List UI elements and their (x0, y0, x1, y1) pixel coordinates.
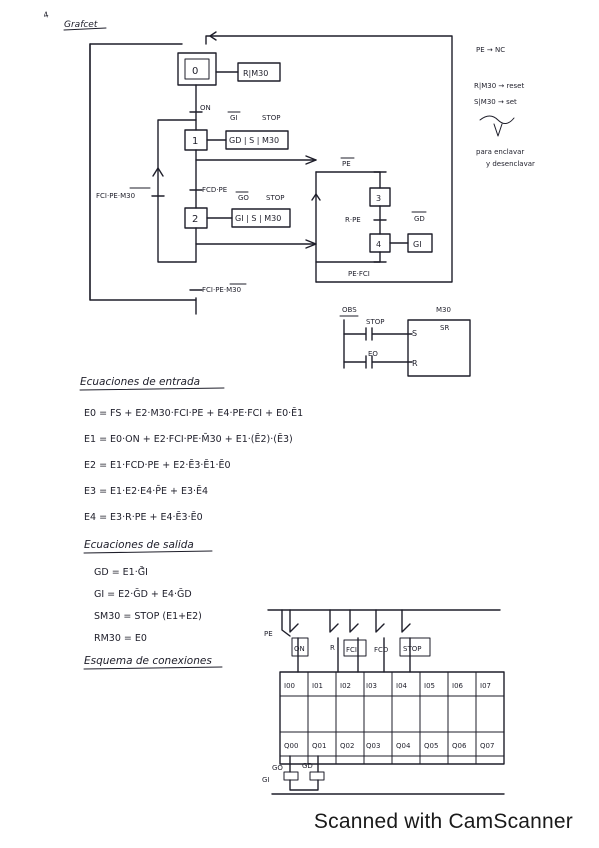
step-0-label: 0 (192, 66, 198, 77)
action-4-text: GI (413, 240, 422, 249)
ladder-s: S (412, 329, 417, 338)
salida-equations: Ecuaciones de salida GD = E1·Ḡ̄I GI = E2… (83, 539, 213, 644)
equation-e0: E0 = FS + E2·M30·FCI·PE + E4·PE·FCI + E0… (84, 408, 303, 419)
switch-fci: FCI (346, 646, 357, 654)
grafcet-diagram: 0 R|M30 ON 1 GI STOP GD | S | M30 FCD·PE… (89, 31, 453, 315)
esquema-heading: Esquema de conexiones (84, 655, 212, 667)
entrada-heading: Ecuaciones de entrada (80, 376, 200, 388)
equation-e4: E4 = E3·R·PE + E4·Ē3·Ē0 (84, 512, 203, 523)
transition-pe-bar: PE (342, 160, 351, 168)
esquema-pe: PE (264, 630, 273, 638)
title-underline (63, 27, 107, 31)
switch-fcd: FCD (374, 646, 388, 654)
grafcet-title: Grafcet (64, 20, 98, 30)
action-1-stop: STOP (262, 114, 280, 122)
action-2-text: GI | S | M30 (235, 214, 281, 223)
action-1-text: GD | S | M30 (229, 136, 279, 145)
equation-gd: GD = E1·Ḡ̄I (94, 567, 148, 578)
ladder-stop: STOP (366, 318, 384, 326)
salida-heading: Ecuaciones de salida (84, 539, 194, 551)
ladder-eo: EO (368, 350, 378, 358)
input-i00: I00 (284, 682, 295, 690)
motor-go (283, 771, 299, 781)
action-0-text: R|M30 (243, 69, 268, 78)
ladder-r: R (412, 359, 418, 368)
note-enclavar: para enclavar (476, 148, 524, 156)
step-0 (177, 52, 217, 86)
transition-bottom: FCI·PE·M30 (202, 286, 241, 294)
ladder-sr: SR (440, 324, 449, 332)
switch-stop: STOP (403, 645, 421, 653)
esquema-conexiones: Esquema de conexiones PE ON R FCI FCD ST… (83, 609, 505, 795)
input-i01: I01 (312, 682, 323, 690)
output-q07: Q07 (480, 742, 494, 750)
input-i04: I04 (396, 682, 408, 690)
step-2-label: 2 (192, 214, 198, 225)
switch-r: R (330, 644, 335, 652)
switch-on: ON (294, 645, 305, 653)
equation-gi: GI = E2·ḠD + E4·ḠD (94, 589, 192, 600)
footer-bar: Scanned with CamScanner (0, 804, 599, 848)
equation-e3: E3 = E1·E2·E4·P̄E + E3·Ē4 (84, 485, 208, 497)
output-q02: Q02 (340, 742, 354, 750)
equation-rm30: RM30 = E0 (94, 633, 147, 644)
transition-on: ON (200, 104, 211, 112)
transition-left: FCI·PE·M30 (96, 192, 135, 200)
transition-pe-fci: PE·FCI (348, 270, 370, 278)
entrada-equations: Ecuaciones de entrada E0 = FS + E2·M30·F… (79, 376, 303, 523)
note-desenclavar: y desenclavar (486, 160, 535, 168)
action-4-gd: GD (414, 215, 425, 223)
sr-ladder: OBS STOP EO M30 SR S R (339, 306, 471, 377)
output-q06: Q06 (452, 742, 467, 750)
side-notes: PE → NC R|M30 → reset S|M30 → set para e… (474, 46, 535, 168)
label-go: GO (272, 764, 283, 772)
action-2-stop: STOP (266, 194, 284, 202)
motor-gi (309, 771, 325, 781)
equation-e2: E2 = E1·FCD·PE + E2·Ē3·Ē1·Ē0 (84, 460, 231, 471)
transition-r-pe: R·PE (345, 216, 361, 224)
action-1-gi: GI (230, 114, 238, 122)
label-gd: GD (302, 762, 313, 770)
output-q01: Q01 (312, 742, 326, 750)
page-mark: 4 (43, 10, 50, 20)
ladder-obs: OBS (342, 306, 357, 314)
output-q04: Q04 (396, 742, 411, 750)
equation-e1: E1 = E0·ON + E2·FCI·PE·M̄30 + E1·(Ē2)·(Ē… (84, 433, 293, 445)
output-q05: Q05 (424, 742, 438, 750)
sr-block (407, 319, 471, 377)
equation-sm30: SM30 = STOP (E1+E2) (94, 611, 202, 622)
note-set: S|M30 → set (474, 98, 517, 106)
label-gi: GI (262, 776, 270, 784)
transition-fcd-pe: FCD·PE (202, 186, 227, 194)
output-q00: Q00 (284, 742, 298, 750)
camscanner-watermark: Scanned with CamScanner (313, 810, 573, 833)
step-1-label: 1 (192, 136, 198, 147)
input-i02: I02 (340, 682, 351, 690)
note-pe-nc: PE → NC (476, 46, 505, 54)
action-4-box (407, 233, 433, 253)
input-i05: I05 (424, 682, 435, 690)
switch-row: ON R FCI FCD STOP (289, 609, 431, 673)
action-2-go: GO (238, 194, 249, 202)
input-i06: I06 (452, 682, 464, 690)
action-1-box (225, 130, 289, 150)
input-i03: I03 (366, 682, 377, 690)
step-3-label: 3 (376, 194, 381, 203)
input-i07: I07 (480, 682, 491, 690)
action-0-box (237, 62, 281, 82)
action-2-box (231, 208, 291, 228)
output-q03: Q03 (366, 742, 380, 750)
note-reset: R|M30 → reset (474, 82, 524, 90)
step-4-label: 4 (376, 240, 381, 249)
ladder-coil-label: M30 (436, 306, 451, 314)
